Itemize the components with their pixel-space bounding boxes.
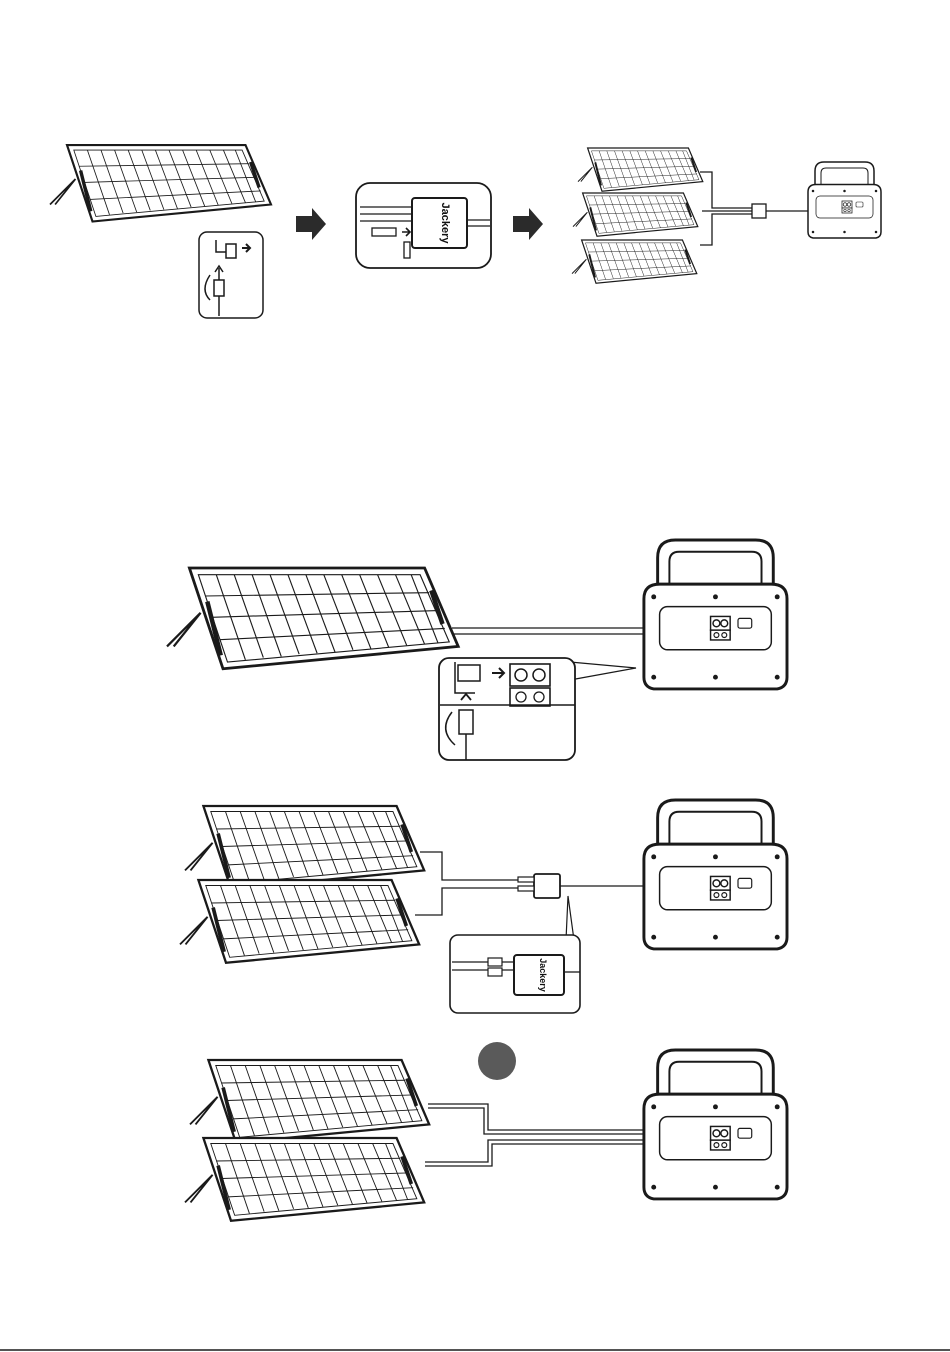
three-panels-icon <box>572 148 828 283</box>
step-arrow-icon <box>513 208 543 240</box>
step-arrow-icon <box>296 208 326 240</box>
y-connector-detail-icon: Jackery <box>450 935 580 1013</box>
power-station-icon <box>808 162 881 238</box>
section-overview: Jackery <box>50 145 881 318</box>
y-connector-detail-icon: Jackery <box>356 183 491 268</box>
section-two-panels-y-connector: Jackery <box>180 800 787 1013</box>
section-two-panels-direct <box>185 1042 787 1221</box>
solar-panel-icon <box>190 1060 429 1143</box>
cable <box>415 888 520 915</box>
power-station-icon <box>644 540 787 689</box>
callout-pointer <box>566 896 574 940</box>
y-connector-icon <box>518 874 560 898</box>
marker-dot-icon <box>478 1042 516 1080</box>
solar-panel-icon <box>185 806 424 889</box>
port-detail-icon <box>439 658 575 760</box>
power-station-icon <box>644 1050 787 1199</box>
solar-panel-icon <box>180 880 419 963</box>
solar-panel-icon <box>185 1138 424 1221</box>
section-single-panel <box>167 540 787 760</box>
solar-panel-icon <box>50 145 271 222</box>
solar-panel-icon <box>167 568 458 669</box>
callout-pointer <box>570 662 636 680</box>
power-station-icon <box>644 800 787 949</box>
brand-label: Jackery <box>538 958 548 992</box>
brand-label: Jackery <box>439 203 451 245</box>
connector-detail-icon <box>199 232 263 318</box>
cable <box>420 852 520 880</box>
